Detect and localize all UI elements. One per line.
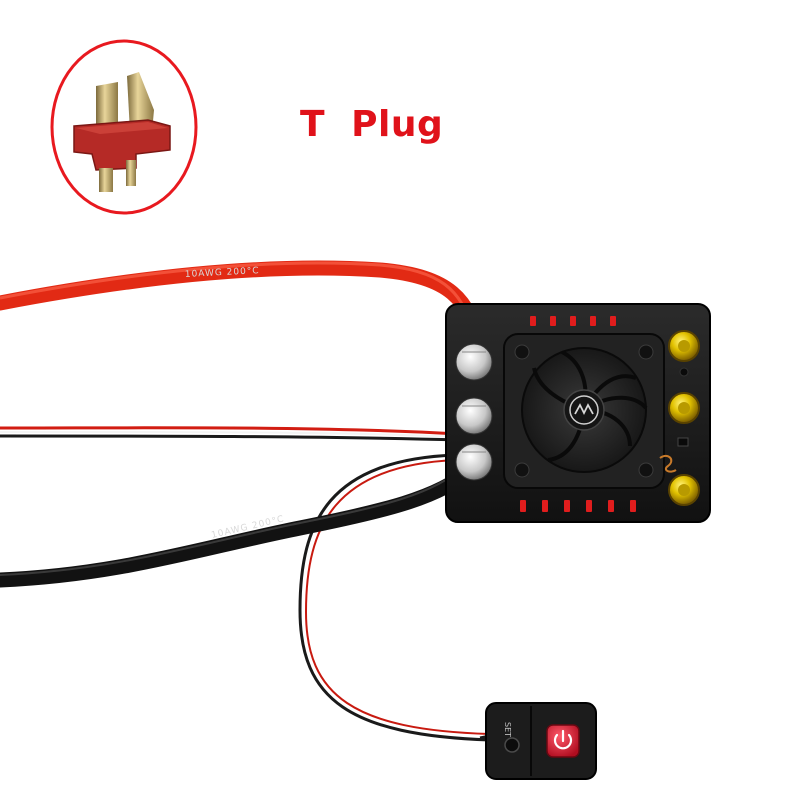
black-power-lead — [0, 462, 478, 588]
cooling-fan — [503, 333, 665, 489]
switch-cable-black — [298, 453, 491, 742]
t-plug-connector-icon — [73, 72, 171, 192]
esc-unit — [445, 303, 711, 523]
set-button — [504, 737, 520, 753]
callout-ring — [50, 39, 198, 215]
capacitors — [455, 343, 493, 481]
switch-cable-red — [304, 459, 491, 735]
red-lead-rating-label: 10AWG 200°C — [185, 266, 260, 280]
connector-type-caption: T Plug — [300, 104, 444, 145]
motor-terminals — [659, 330, 700, 506]
t-plug-callout — [50, 39, 198, 215]
signal-wire-red — [0, 426, 461, 436]
signal-wire-black — [0, 434, 461, 442]
wires: 10AWG 200°C 10AWG 200°C — [0, 260, 491, 742]
bottom-vent-slots — [520, 500, 636, 512]
power-icon — [553, 729, 573, 750]
hobbywing-logo-icon — [569, 395, 599, 425]
signal-wire-white — [0, 430, 461, 438]
set-label: SET — [503, 722, 512, 737]
red-power-lead — [0, 260, 486, 353]
power-switch: SET — [479, 702, 597, 780]
top-vent-slots — [530, 316, 616, 326]
